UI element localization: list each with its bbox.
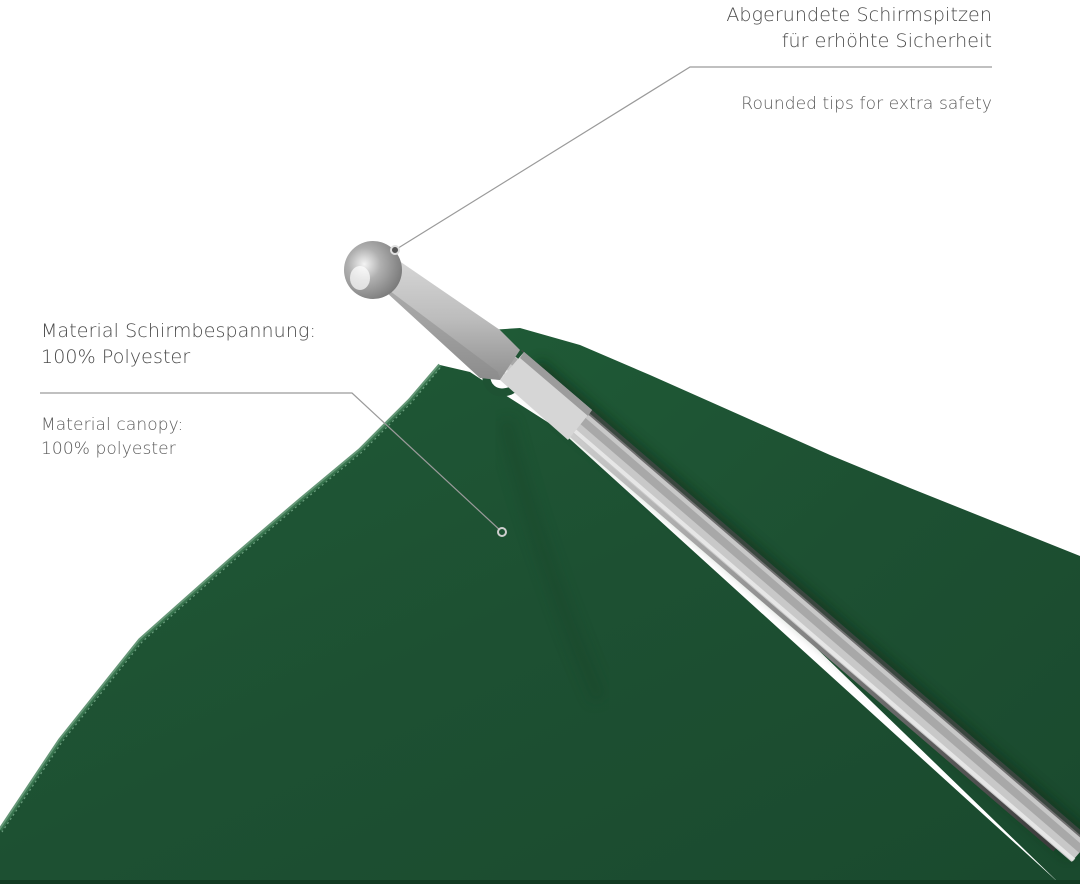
tip-title-line2: für erhöhte Sicherheit [781, 30, 992, 52]
rounded-tip-cone [362, 256, 520, 380]
canopy-hem [0, 363, 442, 832]
canopy-caption-line2: 100% polyester [41, 439, 176, 459]
canopy-caption-line1: Material canopy: [41, 415, 184, 435]
canopy-title-line2: 100% Polyester [41, 346, 191, 368]
tip-feature-title-de: Abgerundete Schirmspitzen für erhöhte Si… [726, 2, 992, 54]
leader-line-tip [394, 66, 992, 251]
canopy-panel-left [0, 365, 1060, 884]
tip-sleeve [500, 352, 592, 440]
leader-line-canopy [40, 392, 503, 533]
canopy-title-line1: Material Schirmbespannung: [41, 320, 316, 342]
leader-dot-tip [390, 245, 400, 255]
tip-title-line1: Abgerundete Schirmspitzen [726, 4, 992, 26]
tip-feature-caption-en: Rounded tips for extra safety [741, 94, 992, 114]
canopy-feature-title-de: Material Schirmbespannung: 100% Polyeste… [41, 318, 316, 370]
leader-dot-canopy [497, 527, 507, 537]
canopy-feature-caption-en: Material canopy: 100% polyester [41, 413, 183, 461]
